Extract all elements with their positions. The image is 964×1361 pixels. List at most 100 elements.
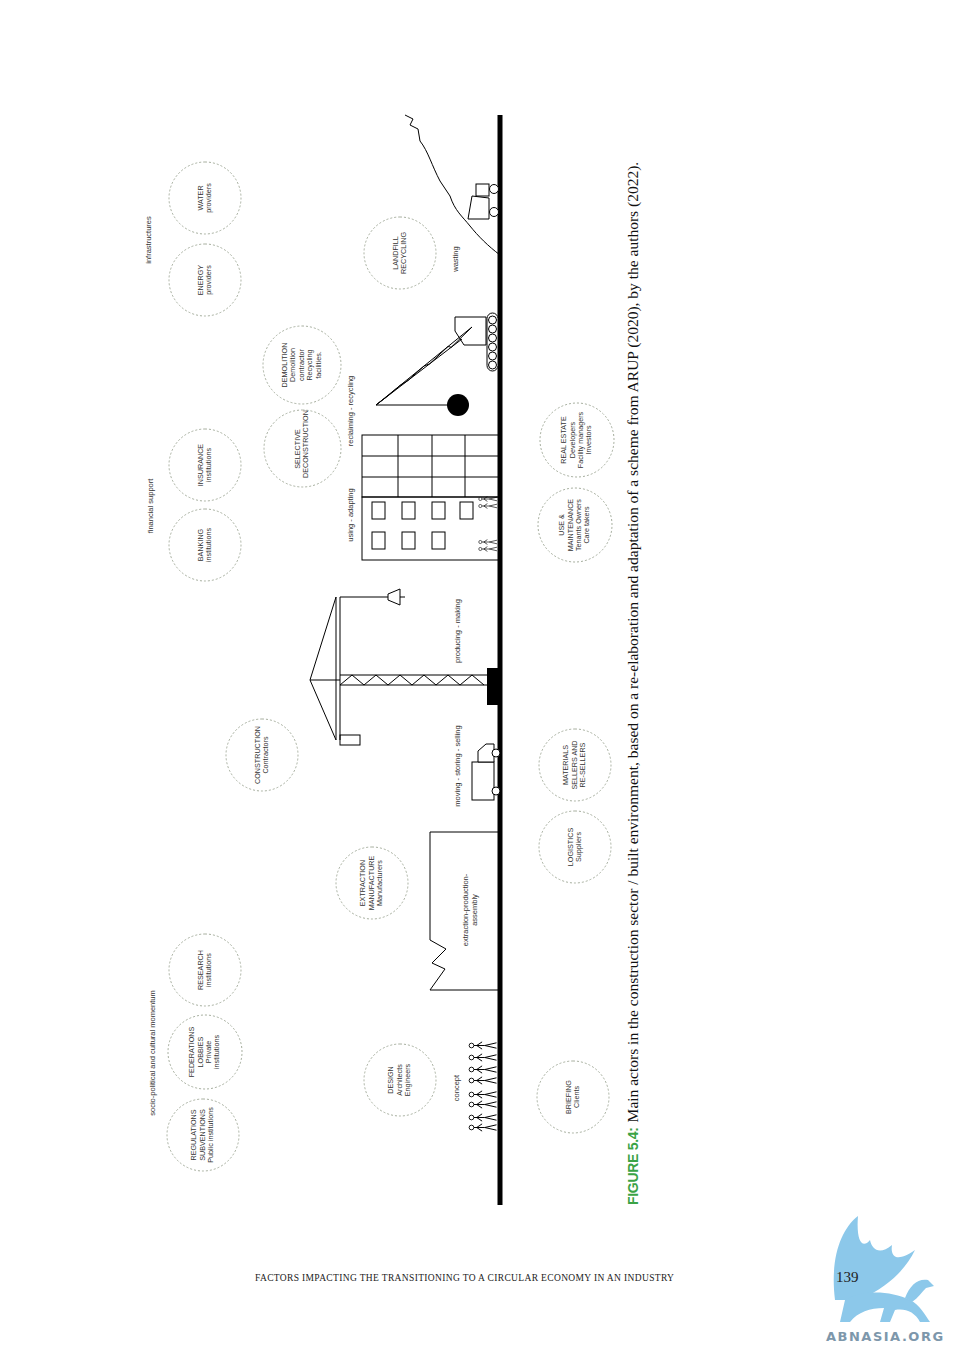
actor-body: providers bbox=[205, 183, 213, 213]
circle-outline bbox=[169, 244, 241, 316]
circle-outline bbox=[539, 729, 611, 801]
actor-heading: ENERGY bbox=[197, 265, 205, 295]
actor-text: MATERIALS SELLERS AND RE-SELLERS bbox=[562, 736, 587, 794]
actor-text: DEMOLITIONDemolition contractor Recyclin… bbox=[281, 336, 323, 394]
person-figure bbox=[479, 504, 497, 509]
actor-text: WATERproviders bbox=[197, 183, 214, 213]
circle-outline bbox=[538, 488, 612, 562]
watermark-head bbox=[905, 1280, 934, 1302]
actor-circle: DEMOLITIONDemolition contractor Recyclin… bbox=[262, 325, 342, 405]
person-figure bbox=[479, 547, 497, 552]
process-label: producing - making bbox=[453, 599, 462, 663]
running-footer: FACTORS IMPACTING THE TRANSITIONING TO A… bbox=[255, 1273, 674, 1283]
actor-body: providers bbox=[205, 265, 213, 295]
actor-heading: WATER bbox=[197, 183, 205, 213]
actor-heading: RESEARCH bbox=[197, 950, 205, 990]
actor-text: EXTRACTION MANUFACTUREManufacturers bbox=[359, 854, 384, 912]
actor-text: CONSTRUCTIONContractors bbox=[254, 726, 271, 784]
actor-circle: BANKINGinstitutions bbox=[168, 508, 242, 582]
actor-heading: MATERIALS SELLERS AND RE-SELLERS bbox=[562, 736, 587, 794]
actor-text: USE & MAINTENANCETenants Owners Care tak… bbox=[558, 496, 592, 554]
actor-body: Clients bbox=[573, 1080, 581, 1114]
crane-base bbox=[487, 668, 500, 705]
actor-heading: SELECTIVE DECONSTRUCTION bbox=[294, 420, 311, 478]
actor-circle: RESEARCHinstitutions bbox=[168, 933, 242, 1007]
actor-body: Contractors bbox=[262, 726, 270, 784]
actor-heading: REGULATIONS SUBVENTIONS bbox=[190, 1106, 207, 1164]
actor-circle: BRIEFINGClients bbox=[536, 1060, 610, 1134]
actor-body: Developers Facility managers Investors bbox=[569, 411, 594, 469]
actor-body: Demolition contractor Recycling faciliti… bbox=[289, 336, 323, 394]
actor-body: institutions bbox=[205, 444, 213, 486]
circle-outline bbox=[539, 811, 611, 883]
circle-outline bbox=[169, 429, 241, 501]
tower-crane bbox=[310, 589, 488, 745]
process-label: extraction-production-assembly bbox=[461, 862, 479, 958]
circle-outline bbox=[364, 217, 436, 289]
person-figure bbox=[469, 1066, 496, 1073]
actor-circle: ENERGYproviders bbox=[168, 243, 242, 317]
figure-caption: Main actors in the construction sector /… bbox=[624, 162, 641, 1123]
actor-circle: USE & MAINTENANCETenants Owners Care tak… bbox=[537, 487, 613, 563]
person-figure bbox=[469, 1054, 496, 1061]
actor-heading: CONSTRUCTION bbox=[254, 726, 262, 784]
process-label: wasting bbox=[451, 246, 460, 271]
circle-outline bbox=[336, 847, 408, 919]
actor-heading: USE & MAINTENANCE bbox=[558, 496, 575, 554]
actor-body: institutions bbox=[205, 528, 213, 562]
actor-heading: FEDERATIONS LOBBIES bbox=[188, 1023, 205, 1081]
actor-text: BANKINGinstitutions bbox=[197, 528, 214, 562]
wrecking-ball bbox=[447, 394, 469, 416]
factory-outline bbox=[430, 832, 500, 990]
actor-circle: DESIGNArchitects Engineers bbox=[363, 1043, 437, 1117]
person-figure bbox=[469, 1077, 496, 1084]
actor-heading: LANDFILL RECYCLING bbox=[392, 224, 409, 282]
actor-text: DESIGNArchitects Engineers bbox=[387, 1051, 412, 1109]
person-figure bbox=[479, 497, 497, 502]
actor-text: BRIEFINGClients bbox=[565, 1080, 582, 1114]
actor-circle: MATERIALS SELLERS AND RE-SELLERS bbox=[538, 728, 612, 802]
person-figure bbox=[469, 1114, 496, 1121]
process-label: using - adapting bbox=[346, 488, 355, 541]
actor-body: Private institutions bbox=[205, 1023, 222, 1081]
actor-text: FEDERATIONS LOBBIESPrivate institutions bbox=[188, 1023, 222, 1081]
actor-circle: EXTRACTION MANUFACTUREManufacturers bbox=[335, 846, 409, 920]
actor-circle: WATERproviders bbox=[168, 161, 242, 235]
actor-text: INSURANCEinstitutions bbox=[197, 444, 214, 486]
actor-text: ENERGYproviders bbox=[197, 265, 214, 295]
actor-circle: INSURANCEinstitutions bbox=[168, 428, 242, 502]
actor-text: LANDFILL RECYCLING bbox=[392, 224, 409, 282]
actor-circle: CONSTRUCTIONContractors bbox=[225, 718, 299, 792]
ground-line bbox=[498, 115, 503, 1205]
group-label: socio-political and cultural momentum bbox=[148, 990, 157, 1115]
actor-body: Public institutions bbox=[207, 1106, 215, 1164]
person-figure bbox=[469, 1101, 496, 1108]
actor-text: REAL ESTATEDevelopers Facility managers … bbox=[560, 411, 594, 469]
actor-heading: DESIGN bbox=[387, 1051, 395, 1109]
actor-body: Manufacturers bbox=[376, 854, 384, 912]
page-number: 139 bbox=[836, 1269, 859, 1286]
actor-text: REGULATIONS SUBVENTIONSPublic institutio… bbox=[190, 1106, 215, 1164]
actor-heading: INSURANCE bbox=[197, 444, 205, 486]
building bbox=[362, 435, 500, 560]
person-figure bbox=[469, 1042, 496, 1049]
group-label: infrastructures bbox=[144, 216, 153, 264]
watermark-text: ABNASIA.ORG bbox=[826, 1329, 945, 1344]
circle-outline bbox=[264, 411, 341, 488]
actor-text: RESEARCHinstitutions bbox=[197, 950, 214, 990]
actor-circle: LANDFILL RECYCLING bbox=[363, 216, 437, 290]
process-label: concept bbox=[452, 1075, 461, 1101]
circle-outline bbox=[263, 326, 341, 404]
demolition-crane bbox=[376, 313, 498, 405]
circle-outline bbox=[364, 1044, 436, 1116]
person-figure bbox=[469, 1124, 496, 1131]
actor-heading: EXTRACTION MANUFACTURE bbox=[359, 854, 376, 912]
circle-outline bbox=[537, 1061, 609, 1133]
actor-circle: FEDERATIONS LOBBIESPrivate institutions bbox=[167, 1014, 243, 1090]
actor-heading: BANKING bbox=[197, 528, 205, 562]
process-label: moving - storing - selling bbox=[453, 725, 462, 806]
person-figure bbox=[469, 1091, 496, 1098]
actor-circle: REAL ESTATEDevelopers Facility managers … bbox=[539, 402, 615, 478]
